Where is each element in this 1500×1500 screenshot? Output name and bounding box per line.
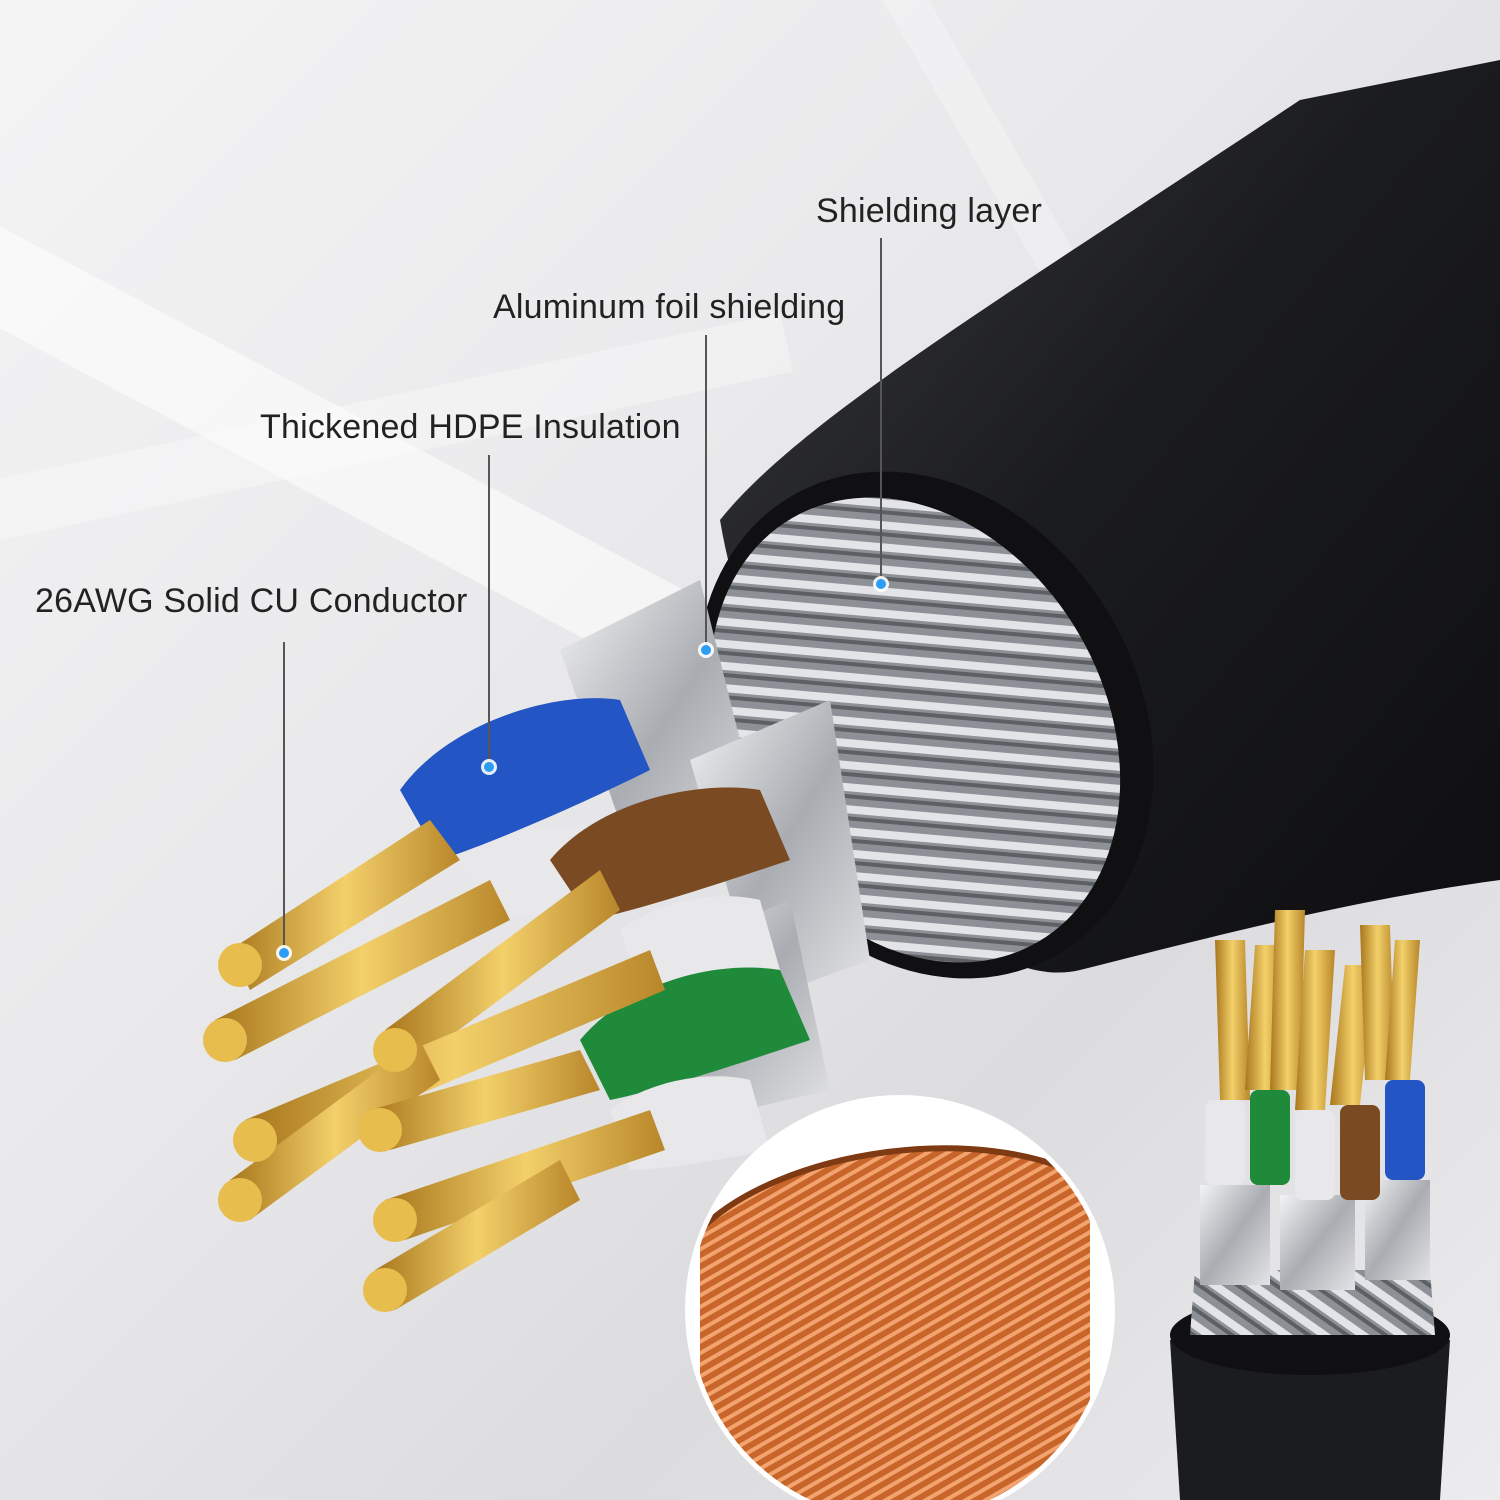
leader-shielding-layer bbox=[880, 238, 882, 583]
label-aluminum-foil-shielding: Aluminum foil shielding bbox=[493, 288, 846, 326]
copper-conductors bbox=[203, 820, 665, 1312]
upright-cable-inset bbox=[1170, 910, 1450, 1500]
marker-aluminum-foil bbox=[701, 645, 711, 655]
label-conductor: 26AWG Solid CU Conductor bbox=[35, 582, 468, 620]
label-hdpe-insulation: Thickened HDPE Insulation bbox=[260, 408, 681, 446]
leader-aluminum-foil bbox=[705, 335, 707, 650]
copper-coil-closeup bbox=[685, 1095, 1115, 1500]
leader-conductor bbox=[283, 642, 285, 950]
leader-hdpe-insulation bbox=[488, 455, 490, 765]
marker-conductor bbox=[279, 948, 289, 958]
label-shielding-layer: Shielding layer bbox=[816, 192, 1043, 230]
marker-hdpe-insulation bbox=[484, 762, 494, 772]
marker-shielding-layer bbox=[876, 579, 886, 589]
